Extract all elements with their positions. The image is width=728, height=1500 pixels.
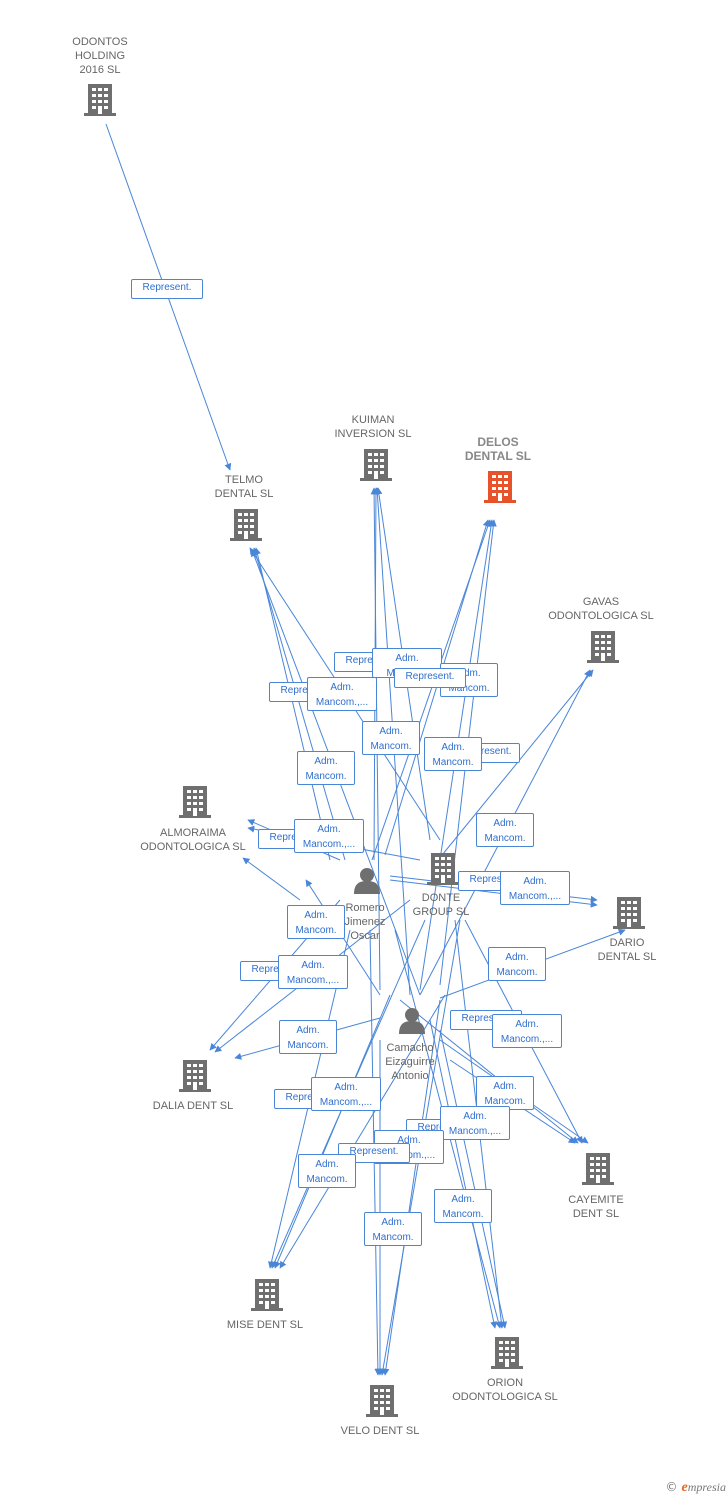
node-romero[interactable]: Romero Jimenez Oscar [325, 901, 405, 943]
node-label: Romero Jimenez Oscar [344, 902, 386, 942]
relation-label[interactable]: Represent. [394, 668, 466, 688]
building-icon[interactable] [491, 1337, 523, 1369]
node-kuiman[interactable]: KUIMAN INVERSION SL [323, 413, 423, 441]
relation-label[interactable]: Adm. Mancom. [287, 905, 345, 939]
relation-edge [279, 994, 446, 1269]
node-label: DARIO DENTAL SL [597, 937, 657, 963]
node-label: KUIMAN INVERSION SL [334, 414, 412, 440]
brand-initial: e [681, 1480, 688, 1495]
relation-label[interactable]: Adm. Mancom.,... [500, 871, 570, 905]
building-icon[interactable] [230, 509, 262, 541]
relation-label[interactable]: Adm. Mancom. [476, 813, 534, 847]
building-icon[interactable] [484, 471, 516, 503]
relation-label[interactable]: Adm. Mancom. [298, 1154, 356, 1188]
node-label: DELOS DENTAL SL [464, 435, 532, 463]
node-mise[interactable]: MISE DENT SL [210, 1318, 320, 1332]
building-icon[interactable] [613, 897, 645, 929]
relation-label[interactable]: Adm. Mancom.,... [311, 1077, 381, 1111]
node-label: ODONTOS HOLDING 2016 SL [72, 36, 128, 76]
node-label: VELO DENT SL [340, 1425, 420, 1437]
node-label: CAYEMITE DENT SL [568, 1194, 624, 1220]
node-label: MISE DENT SL [226, 1319, 304, 1331]
node-label: TELMO DENTAL SL [214, 474, 274, 500]
relation-label[interactable]: Adm. Mancom.,... [278, 955, 348, 989]
relation-label[interactable]: Adm. Mancom.,... [307, 677, 377, 711]
node-dalia[interactable]: DALIA DENT SL [138, 1099, 248, 1113]
relation-label[interactable]: Adm. Mancom. [279, 1020, 337, 1054]
relation-label[interactable]: Adm. Mancom. [476, 1076, 534, 1110]
relation-label[interactable]: Adm. Mancom. [488, 947, 546, 981]
node-dario[interactable]: DARIO DENTAL SL [582, 936, 672, 964]
relation-edge [382, 999, 441, 1376]
node-velo[interactable]: VELO DENT SL [325, 1424, 435, 1438]
node-label: ORION ODONTOLOGICA SL [452, 1377, 558, 1403]
person-icon[interactable] [354, 868, 380, 894]
relation-label[interactable]: Adm. Mancom. [424, 737, 482, 771]
node-almoraima[interactable]: ALMORAIMA ODONTOLOGICA SL [128, 826, 258, 854]
relation-edge [439, 1029, 508, 1329]
node-odontos[interactable]: ODONTOS HOLDING 2016 SL [55, 35, 145, 77]
brand-name: mpresia [687, 1480, 726, 1494]
footer-brand: ©empresia [666, 1480, 726, 1496]
node-donte[interactable]: DONTE GROUP SL [396, 891, 486, 919]
relation-edge [254, 547, 331, 861]
node-cayemite[interactable]: CAYEMITE DENT SL [551, 1193, 641, 1221]
person-icon[interactable] [399, 1008, 425, 1034]
relation-label[interactable]: Adm. Mancom. [362, 721, 420, 755]
copyright-symbol: © [665, 1480, 678, 1494]
building-icon[interactable] [360, 449, 392, 481]
node-label: DALIA DENT SL [152, 1100, 234, 1112]
node-gavas[interactable]: GAVAS ODONTOLOGICA SL [536, 595, 666, 623]
building-icon[interactable] [179, 786, 211, 818]
node-label: ALMORAIMA ODONTOLOGICA SL [140, 827, 246, 853]
building-icon[interactable] [587, 631, 619, 663]
relation-edge [429, 1019, 498, 1329]
relation-label[interactable]: Adm. Mancom.,... [492, 1014, 562, 1048]
node-label: DONTE GROUP SL [412, 892, 470, 918]
relation-label[interactable]: Adm. Mancom. [297, 751, 355, 785]
node-delos[interactable]: DELOS DENTAL SL [448, 435, 548, 463]
relation-label[interactable]: Adm. Mancom. [434, 1189, 492, 1223]
relation-edge [437, 669, 594, 861]
node-telmo[interactable]: TELMO DENTAL SL [199, 473, 289, 501]
relation-edge [252, 547, 346, 861]
building-icon[interactable] [179, 1060, 211, 1092]
building-icon[interactable] [582, 1153, 614, 1185]
building-icon[interactable] [427, 853, 459, 885]
node-camacho[interactable]: Camacho Eizaguirre Antonio [365, 1041, 455, 1083]
relation-label[interactable]: Adm. Mancom.,... [294, 819, 364, 853]
node-label: GAVAS ODONTOLOGICA SL [548, 596, 654, 622]
building-icon[interactable] [251, 1279, 283, 1311]
relation-label[interactable]: Adm. Mancom.,... [440, 1106, 510, 1140]
relation-edge [399, 999, 579, 1144]
node-label: Camacho Eizaguirre Antonio [385, 1042, 435, 1082]
relation-label[interactable]: Represent. [131, 279, 203, 299]
node-orion[interactable]: ORION ODONTOLOGICA SL [440, 1376, 570, 1404]
relation-label[interactable]: Represent. [338, 1143, 410, 1163]
relation-edge [242, 857, 301, 901]
building-icon[interactable] [84, 84, 116, 116]
relation-label[interactable]: Adm. Mancom. [364, 1212, 422, 1246]
building-icon[interactable] [366, 1385, 398, 1417]
